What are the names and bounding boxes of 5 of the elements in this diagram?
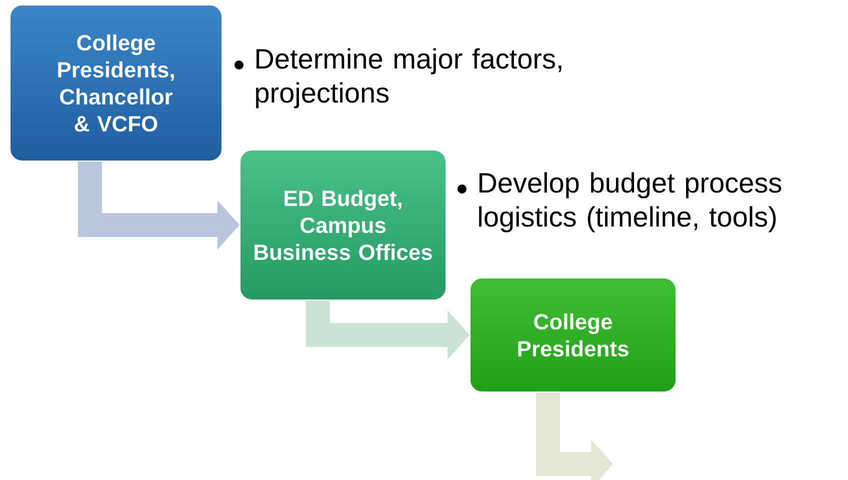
- process-box: College Presidents, Chancellor & VCFO: [10, 4, 222, 162]
- process-box: ED Budget, Campus Business Offices: [240, 150, 446, 300]
- bullet-text: Determine major factors, projections: [256, 48, 562, 108]
- process-box: College Presidents: [470, 278, 676, 392]
- bullet-text: Develop budget process logistics (timeline, tools): [479, 172, 782, 232]
